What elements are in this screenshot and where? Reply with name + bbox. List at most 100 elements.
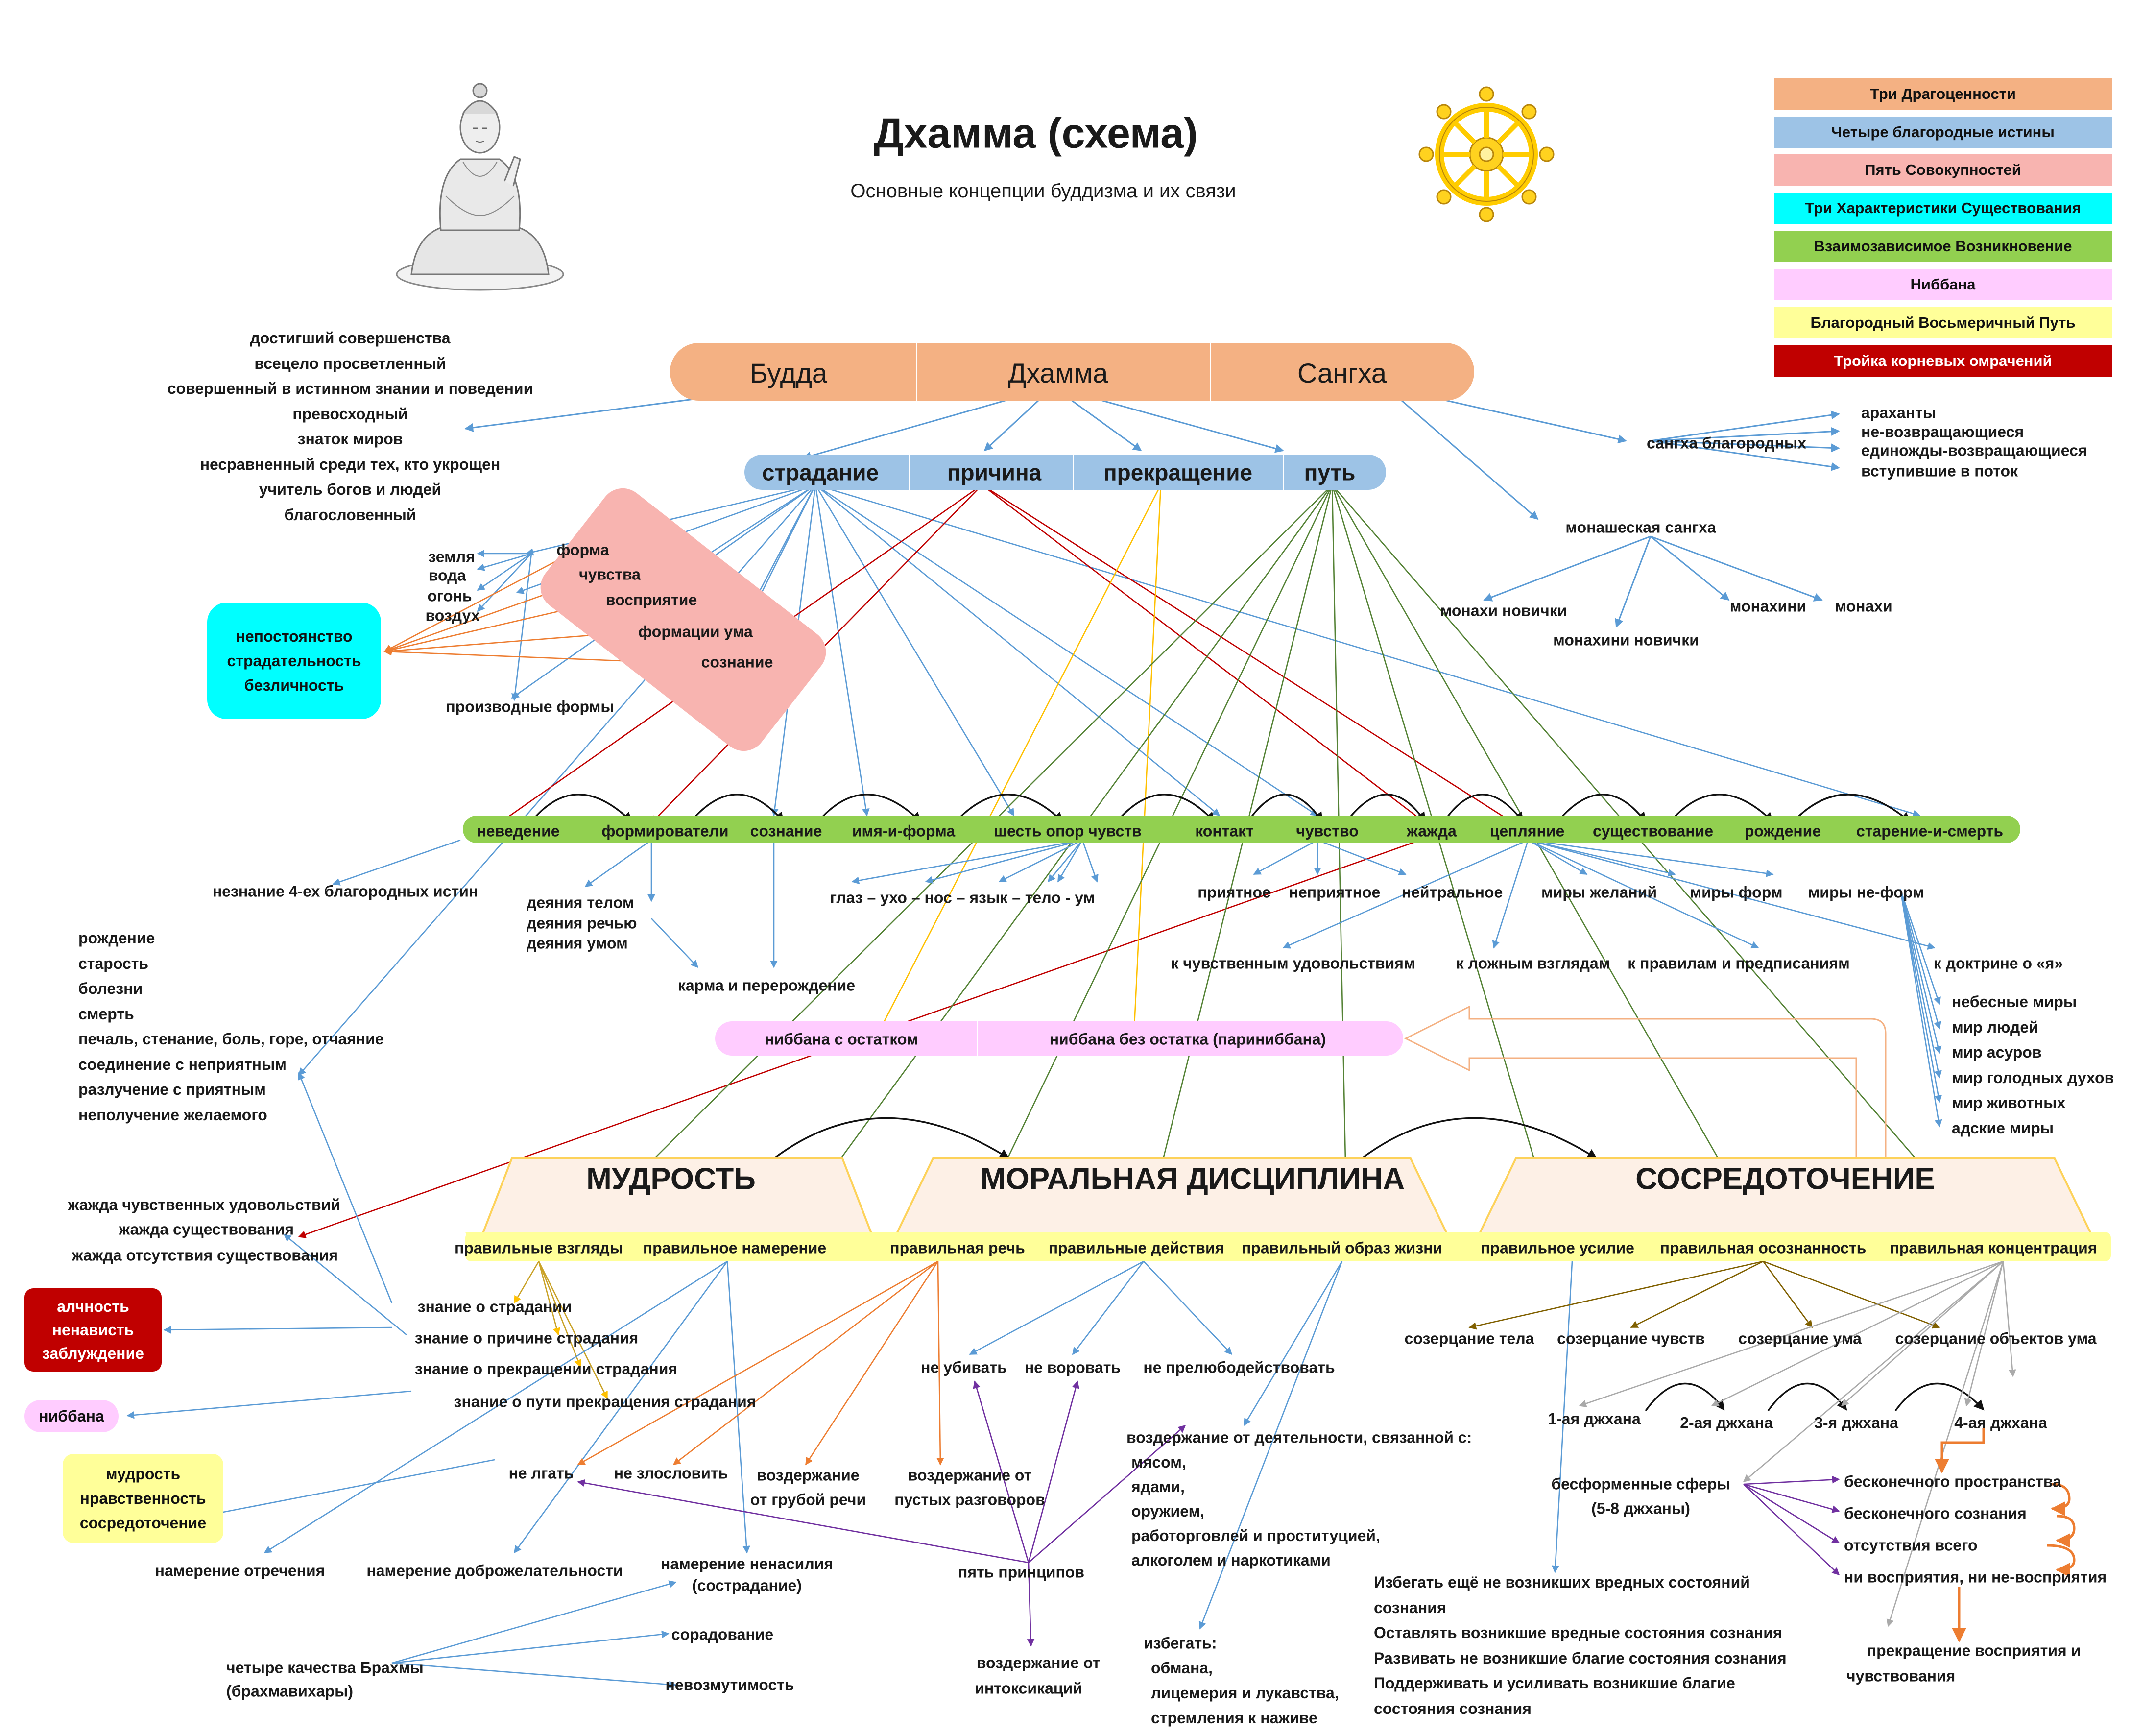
monastic-sangha: монашеская сангха: [1565, 518, 1716, 536]
realm: мир голодных духов: [1952, 1068, 2114, 1086]
contemplation-body: созерцание тела: [1404, 1329, 1534, 1348]
avoid-item: лицемерия и лукавства,: [1151, 1684, 1339, 1702]
monks: монахи: [1835, 597, 1892, 615]
truths-divider: [1073, 455, 1074, 490]
epithet: благословенный: [284, 506, 416, 524]
mark-impermanence: непостоянство: [236, 627, 353, 645]
poison-greed: алчность: [57, 1298, 129, 1315]
avoid-item: обмана,: [1151, 1659, 1213, 1677]
avoid-list: обмана, лицемерия и лукавства, стремлени…: [1151, 1656, 1339, 1731]
jewel-buddha: Будда: [749, 357, 828, 388]
legend-root-defilements: Тройка корневых омрачений: [1774, 345, 2112, 377]
truth-cessation: прекращение: [1103, 459, 1253, 485]
livelihood-item: оружием,: [1131, 1502, 1205, 1520]
suffering-item: смерть: [78, 1005, 134, 1023]
feeling-unpleasant: неприятное: [1289, 883, 1381, 901]
jhana-1: 1-ая джхана: [1548, 1410, 1641, 1428]
jhana-3: 3-я джхана: [1814, 1414, 1898, 1432]
realm: адские миры: [1952, 1119, 2054, 1137]
speech-idle-2: пустых разговоров: [894, 1491, 1045, 1509]
nibbana-badge: ниббана: [24, 1400, 119, 1432]
legend-four-truths: Четыре благородные истины: [1774, 117, 2112, 148]
livelihood-item: работорговлей и проституцией,: [1131, 1527, 1380, 1544]
brahmavihara-joy: сорадование: [671, 1625, 774, 1643]
nuns: монахини: [1729, 597, 1807, 615]
suffering-list: рождение старость болезни смерть печаль,…: [78, 926, 384, 1128]
realm: небесные миры: [1952, 993, 2077, 1011]
nibbana-with-remainder: ниббана с остатком: [765, 1030, 918, 1048]
link-formations: формирователи: [601, 822, 729, 840]
truths-divider: [909, 455, 910, 490]
legend-eightfold-path: Благородный Восьмеричный Путь: [1774, 307, 2112, 338]
cessation-2: чувствования: [1846, 1667, 1956, 1685]
three-trainings-box: мудрость нравственность сосредоточение: [63, 1454, 223, 1543]
jewel-sangha: Сангха: [1297, 357, 1387, 388]
realm: мир людей: [1952, 1018, 2038, 1036]
world-desire: миры желаний: [1541, 883, 1657, 901]
feeling-pleasant: приятное: [1197, 883, 1271, 901]
craving-existence: жажда существования: [119, 1220, 294, 1238]
truth-suffering: страдание: [762, 459, 879, 485]
avoid-item: стремления к наживе: [1151, 1709, 1317, 1727]
jhana-4: 4-ая джхана: [1954, 1414, 2047, 1432]
legend-dependent-origination: Взаимозависимое Возникновение: [1774, 231, 2112, 262]
formless-space: бесконечного пространства: [1844, 1472, 2061, 1491]
legend-five-aggregates: Пять Совокупностей: [1774, 154, 2112, 186]
jewel-dhamma: Дхамма: [1007, 357, 1108, 388]
livelihood-item: ядами,: [1131, 1478, 1185, 1495]
realms-list: небесные миры мир людей мир асуров мир г…: [1952, 989, 2114, 1141]
brahmavihara-subtitle: (брахмавихары): [226, 1682, 354, 1700]
aggregate-consciousness: сознание: [701, 653, 773, 671]
brahmavihara-title: четыре качества Брахмы: [226, 1659, 424, 1677]
legend-three-marks: Три Характеристики Существования: [1774, 193, 2112, 224]
legend-nibbana: Ниббана: [1774, 269, 2112, 300]
action-no-kill: не убивать: [921, 1358, 1007, 1376]
formless-subtitle: (5-8 джханы): [1591, 1499, 1690, 1518]
formless-consciousness: бесконечного сознания: [1844, 1504, 2027, 1522]
effort-item: сознания: [1374, 1598, 1446, 1616]
buddha-statue-icon: [396, 83, 564, 291]
training-concentration: сосредоточение: [79, 1514, 207, 1532]
contemplation-dhammas: созерцание объектов ума: [1895, 1329, 2097, 1348]
effort-item: Развивать не возникшие благие состояния …: [1374, 1649, 1787, 1667]
link-becoming: существование: [1592, 822, 1714, 840]
path-right-effort: правильное усилие: [1481, 1239, 1634, 1257]
craving-sense: жажда чувственных удовольствий: [68, 1196, 340, 1214]
formless-neither: ни восприятия, ни не-восприятия: [1844, 1568, 2107, 1586]
clinging-rules: к правилам и предписаниям: [1628, 954, 1850, 972]
jewels-divider: [916, 343, 917, 401]
deed-speech: деяния речью: [527, 914, 637, 932]
diagram-title: Дхамма (схема): [874, 110, 1198, 157]
karma-rebirth: карма и перерождение: [677, 976, 856, 994]
world-form: миры форм: [1690, 883, 1783, 901]
buddha-epithets: достигший совершенства всецело просветле…: [142, 326, 558, 528]
suffering-item: разлучение с приятным: [78, 1081, 266, 1098]
four-truths-bar: [744, 455, 1386, 490]
realm: мир асуров: [1952, 1043, 2042, 1061]
action-no-steal: не воровать: [1024, 1358, 1121, 1376]
link-clinging: цепляние: [1489, 822, 1565, 840]
livelihood-item: алкоголем и наркотиками: [1131, 1551, 1331, 1569]
legend-three-jewels: Три Драгоценности: [1774, 78, 2112, 110]
world-formless: миры не-форм: [1808, 883, 1924, 901]
root-defilements-box: алчность ненависть заблуждение: [24, 1288, 162, 1372]
suffering-item: печаль, стенание, боль, горе, отчаяние: [78, 1030, 384, 1048]
epithet: несравненный среди тех, кто укрощен: [200, 455, 501, 473]
clinging-self: к доктрине о «я»: [1933, 954, 2063, 972]
noble-sangha: сангха благородных: [1646, 434, 1807, 452]
link-craving: жажда: [1407, 822, 1457, 840]
noble-sangha-item: вступившие в поток: [1861, 462, 2018, 480]
intention-compassion: (сострадание): [692, 1576, 802, 1594]
clinging-views: к ложным взглядам: [1456, 954, 1610, 972]
truth-path: путь: [1304, 459, 1356, 485]
right-effort-list: Избегать ещё не возникших вредных состоя…: [1374, 1570, 1787, 1721]
realm: мир животных: [1952, 1094, 2066, 1111]
link-birth: рождение: [1744, 822, 1821, 840]
group-morality: МОРАЛЬНАЯ ДИСЦИПЛИНА: [980, 1162, 1405, 1196]
element-air: воздух: [425, 606, 480, 625]
aggregate-formations: формации ума: [638, 623, 753, 641]
novice-monks: монахи новички: [1440, 602, 1567, 620]
truths-divider: [1283, 455, 1284, 490]
three-marks-box: непостоянство страдательность безличност…: [207, 603, 381, 719]
